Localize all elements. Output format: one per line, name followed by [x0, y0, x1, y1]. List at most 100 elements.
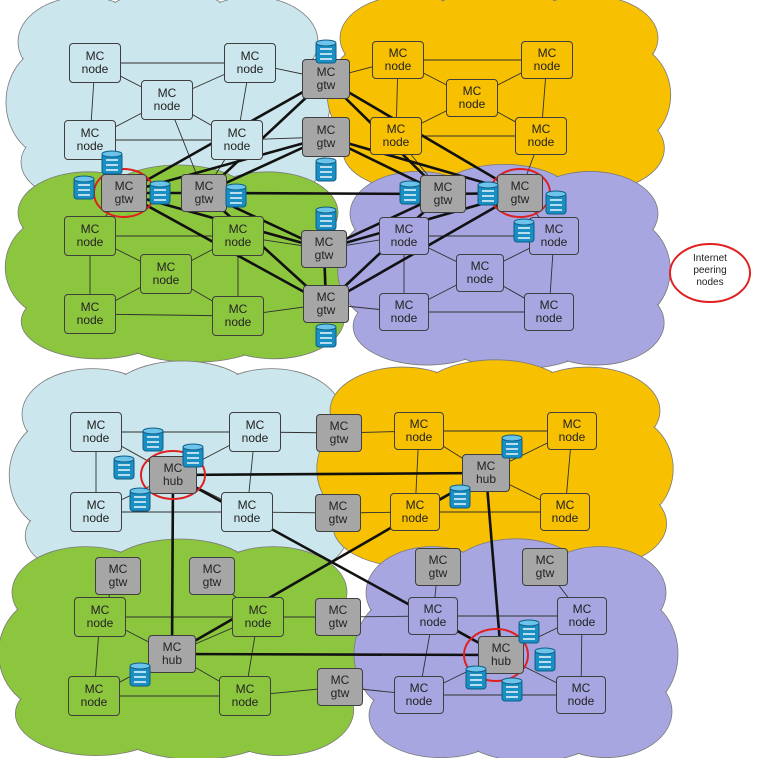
node-label-line2: hub — [162, 474, 184, 488]
node-label-line1: MC — [562, 417, 582, 431]
node-label-line2: node — [390, 311, 418, 325]
router-icon — [225, 183, 247, 208]
node-label-line2: node — [384, 59, 412, 73]
router-icon — [149, 180, 171, 205]
node-label-line1: MC — [544, 222, 564, 236]
node-label-line2: node — [76, 235, 104, 249]
node-label-line1: MC — [108, 562, 128, 576]
node-label-line1: MC — [316, 290, 336, 304]
router-icon — [501, 434, 523, 459]
router-icon — [113, 455, 135, 480]
node-label-line1: MC — [462, 84, 482, 98]
node-label-line1: MC — [316, 123, 336, 137]
node-label-line1: MC — [237, 498, 257, 512]
backbone-link — [170, 474, 175, 655]
node-label-line1: MC — [314, 235, 334, 249]
node-label-line2: node — [224, 315, 252, 329]
node-label-line2: node — [231, 695, 259, 709]
node-label-line2: gtw — [108, 575, 128, 589]
router-icon — [465, 665, 487, 690]
router-icon — [534, 647, 556, 672]
legend-label: Internet peering nodes — [682, 253, 738, 289]
node-label-line1: MC — [80, 126, 100, 140]
node-label-line1: MC — [476, 459, 496, 473]
node-label-line2: node — [466, 272, 494, 286]
node-label-line1: MC — [328, 603, 348, 617]
node-label-line1: MC — [202, 562, 222, 576]
node-label-line1: MC — [163, 461, 183, 475]
node-label-line1: MC — [535, 553, 555, 567]
node-label-line1: MC — [423, 602, 443, 616]
legend-line-1: Internet — [693, 253, 727, 264]
node-label-line2: node — [567, 694, 595, 708]
node-label-line1: MC — [433, 180, 453, 194]
node-label-line2: node — [244, 616, 272, 630]
node-label-line2: node — [535, 311, 563, 325]
node-label-line1: MC — [394, 298, 414, 312]
node-label-line2: node — [405, 430, 433, 444]
router-icon — [315, 206, 337, 231]
backbone-link — [172, 471, 487, 477]
node-label-line2: node — [540, 235, 568, 249]
node-label-line1: MC — [157, 86, 177, 100]
node-label-line1: MC — [572, 602, 592, 616]
node-label-line1: MC — [539, 298, 559, 312]
node-label-line1: MC — [80, 222, 100, 236]
node-label-line1: MC — [228, 302, 248, 316]
node-label-line1: MC — [162, 640, 182, 654]
node-label-line1: MC — [86, 418, 106, 432]
node-label-line2: node — [76, 313, 104, 327]
node-label-line2: node — [153, 99, 181, 113]
node-label-line2: gtw — [328, 616, 348, 630]
node-label-line1: MC — [85, 49, 105, 63]
node-label-line1: MC — [316, 65, 336, 79]
node-label-line1: MC — [194, 179, 214, 193]
node-label-line1: MC — [156, 260, 176, 274]
node-label-line1: MC — [491, 641, 511, 655]
router-icon — [142, 427, 164, 452]
node-label-line1: MC — [328, 499, 348, 513]
node-label-line1: MC — [329, 419, 349, 433]
router-icon — [73, 175, 95, 200]
node-label-line2: gtw — [428, 566, 448, 580]
node-label-line2: node — [224, 235, 252, 249]
node-label-line1: MC — [330, 673, 350, 687]
node-label-line1: MC — [235, 682, 255, 696]
node-label-line1: MC — [386, 122, 406, 136]
peering-ring-3 — [140, 450, 206, 500]
node-label-line2: gtw — [535, 566, 555, 580]
node-label-line2: node — [558, 430, 586, 444]
node-label-line2: node — [405, 694, 433, 708]
legend-ring — [669, 243, 751, 303]
router-icon — [518, 619, 540, 644]
router-icon — [545, 190, 567, 215]
node-label-line1: MC — [571, 681, 591, 695]
node-label-line2: node — [80, 695, 108, 709]
